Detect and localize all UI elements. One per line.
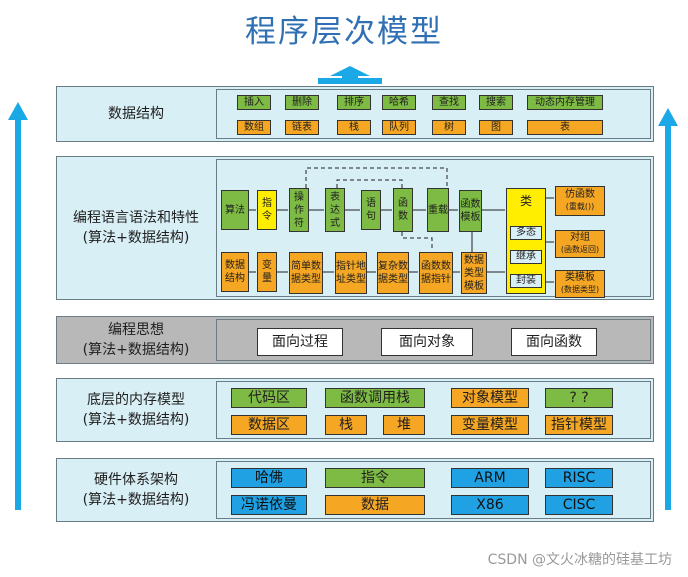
layer-subtitle: (算法+数据结构) [82, 342, 190, 358]
node-variable: 变量 [257, 252, 277, 292]
layer-content: 面向过程 面向对象 面向函数 [216, 319, 651, 361]
class-template-label: 类模板 [565, 272, 595, 283]
layer-hardware: 硬件体系架构 (算法+数据结构) 哈佛 指令 ARM RISC 冯诺依曼 数据 … [56, 458, 654, 522]
class-polymorphism: 多态 [510, 226, 542, 240]
node-operator: 操作符 [289, 188, 309, 232]
node-instruction: 指令 [257, 190, 277, 230]
layer-title: 编程语言语法和特性 [73, 210, 199, 226]
paradigm-object: 面向对象 [381, 328, 473, 356]
left-up-arrow-icon [8, 102, 28, 510]
ds-type: 栈 [337, 120, 371, 135]
ds-op: 查找 [432, 95, 466, 110]
node-pair: 对组 (函数返回) [555, 230, 605, 258]
node-function: 函数 [393, 188, 413, 232]
hw-risc: RISC [545, 468, 613, 488]
mem-call-stack: 函数调用栈 [325, 388, 425, 408]
functor-note: (重载()) [565, 202, 595, 211]
node-overload: 重载 [427, 188, 449, 232]
layer-memory: 底层的内存模型 (算法+数据结构) 代码区 函数调用栈 对象模型 ? ? 数据区… [56, 378, 654, 442]
mem-stack: 栈 [325, 415, 367, 435]
functor-label: 仿函数 [565, 189, 595, 200]
layer-subtitle: (算法+数据结构) [82, 412, 190, 428]
node-functor: 仿函数 (重载()) [555, 186, 605, 216]
pair-note: (函数返回) [560, 245, 600, 254]
hw-arm: ARM [451, 468, 529, 488]
watermark: CSDN @文火冰糖的硅基工坊 [487, 552, 672, 568]
ds-type: 链表 [285, 120, 319, 135]
node-data-structure: 数据结构 [221, 252, 249, 292]
layer-label: 数据结构 [108, 106, 164, 122]
node-function-template: 函数模板 [459, 190, 482, 232]
pair-label: 对组 [570, 232, 590, 243]
layer-title: 硬件体系架构 [94, 472, 178, 488]
node-simple-type: 简单数据类型 [289, 252, 323, 294]
ds-op: 动态内存管理 [527, 95, 603, 110]
layer-title: 编程思想 [108, 322, 164, 338]
flow-connectors [249, 167, 554, 283]
hw-cisc: CISC [545, 495, 613, 515]
class-inheritance: 继承 [510, 250, 542, 264]
class-label: 类 [519, 194, 532, 208]
node-complex-type: 复杂数据类型 [377, 252, 409, 294]
ds-type: 数组 [237, 120, 271, 135]
layer-content: 插入 删除 排序 哈希 查找 搜索 动态内存管理 数组 链表 栈 队列 树 图 … [216, 89, 651, 139]
layer-language: 编程语言语法和特性 (算法+数据结构) [56, 156, 654, 300]
node-algorithm: 算法 [221, 190, 249, 230]
mem-object-model: 对象模型 [451, 388, 529, 408]
node-type-template: 数据类型模板 [461, 252, 487, 294]
layer-content: 算法 指令 操作符 表达式 语句 函数 重载 函数模板 数据结构 变量 简单数据… [216, 159, 651, 298]
ds-op: 删除 [285, 95, 319, 110]
layer-thinking: 编程思想 (算法+数据结构) 面向过程 面向对象 面向函数 [56, 316, 654, 364]
ds-type: 表 [527, 120, 603, 135]
hw-data: 数据 [325, 495, 425, 515]
layer-content: 哈佛 指令 ARM RISC 冯诺依曼 数据 X86 CISC [216, 461, 651, 519]
layer-subtitle: (算法+数据结构) [82, 492, 190, 508]
node-statement: 语句 [361, 190, 381, 230]
ds-type: 树 [432, 120, 466, 135]
mem-code-area: 代码区 [231, 388, 307, 408]
class-encapsulation: 封装 [510, 274, 542, 288]
ds-op: 排序 [337, 95, 371, 110]
mem-variable-model: 变量模型 [451, 415, 529, 435]
hw-harvard: 哈佛 [231, 468, 307, 488]
mem-data-area: 数据区 [231, 415, 307, 435]
layer-data-structure: 数据结构 插入 删除 排序 哈希 查找 搜索 动态内存管理 数组 链表 栈 队列… [56, 86, 654, 142]
layer-label: 编程语言语法和特性 (算法+数据结构) [57, 157, 215, 299]
ds-op: 哈希 [382, 95, 416, 110]
layer-subtitle: (算法+数据结构) [82, 230, 190, 246]
layer-label: 硬件体系架构 (算法+数据结构) [57, 459, 215, 521]
layer-title: 底层的内存模型 [87, 392, 185, 408]
paradigm-procedural: 面向过程 [257, 328, 343, 356]
hw-x86: X86 [451, 495, 529, 515]
top-up-arrow-icon [318, 66, 382, 84]
layer-label: 底层的内存模型 (算法+数据结构) [57, 379, 215, 441]
node-pointer-type: 指针地址类型 [335, 252, 367, 294]
class-template-note: (数据类型) [560, 285, 600, 294]
layer-label: 编程思想 (算法+数据结构) [57, 317, 215, 363]
hw-instruction: 指令 [325, 468, 425, 488]
paradigm-functional: 面向函数 [511, 328, 597, 356]
mem-pointer-model: 指针模型 [545, 415, 613, 435]
page-title: 程序层次模型 [245, 14, 443, 50]
node-class-template: 类模板 (数据类型) [555, 270, 605, 298]
right-up-arrow-icon [658, 108, 678, 510]
node-function-pointer: 函数数据指针 [419, 252, 453, 294]
layer-content: 代码区 函数调用栈 对象模型 ? ? 数据区 栈 堆 变量模型 指针模型 [216, 381, 651, 439]
ds-type: 队列 [382, 120, 416, 135]
hw-von-neumann: 冯诺依曼 [231, 495, 307, 515]
mem-heap: 堆 [383, 415, 425, 435]
mem-unknown: ? ? [545, 388, 613, 408]
ds-type: 图 [479, 120, 513, 135]
ds-op: 插入 [237, 95, 271, 110]
node-expression: 表达式 [325, 188, 345, 232]
ds-op: 搜索 [479, 95, 513, 110]
